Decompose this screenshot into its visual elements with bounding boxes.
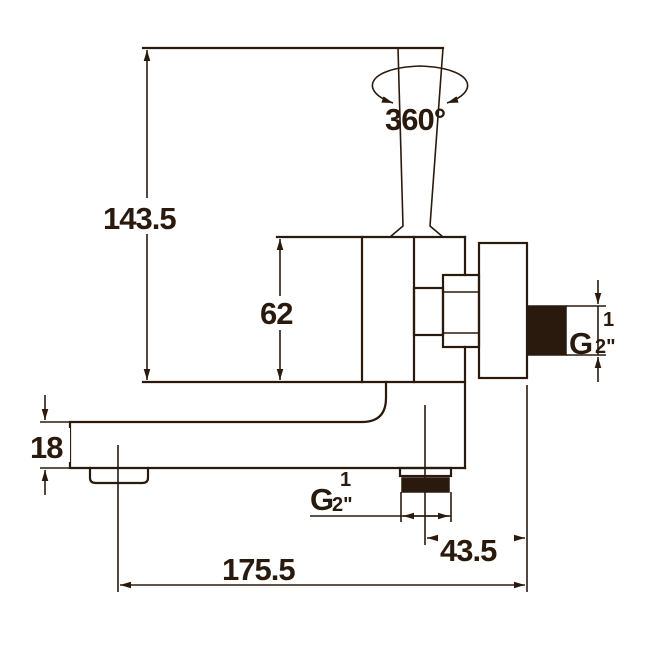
outlet-offset-label: 43.5 [440, 533, 497, 568]
dimension-total-height: 143.5 [100, 50, 467, 384]
lever-handle: 360° [141, 46, 469, 238]
dimension-outlet-offset: 43.5 [427, 533, 525, 568]
outlet-thread-numerator: 1 [340, 469, 351, 491]
total-height-label: 143.5 [103, 201, 176, 236]
outlet-thread-letter: G [310, 482, 333, 517]
dimension-spout-reach: 175.5 [119, 552, 525, 589]
inlet-thread [526, 305, 567, 356]
spout-reach-label: 175.5 [222, 552, 295, 587]
body-height-label: 62 [260, 296, 292, 331]
spout-thickness-label: 18 [30, 430, 63, 465]
inlet-thread-denominator: 2" [595, 336, 616, 358]
wall-flange: G 1 2" [477, 241, 616, 382]
inlet-thread-letter: G [569, 326, 592, 361]
inlet-thread-numerator: 1 [603, 309, 614, 331]
dimension-body-height: 62 [258, 239, 304, 380]
outlet-thread-dimension: G 1 2" [310, 469, 452, 522]
spout [68, 380, 467, 493]
outlet-thread-denominator: 2" [332, 494, 353, 516]
aerator [88, 466, 150, 485]
rotation-arrow-icon [371, 65, 469, 104]
dimension-spout-thickness: 18 [30, 395, 70, 495]
valve-body [275, 235, 481, 470]
rotation-label: 360° [385, 102, 446, 137]
